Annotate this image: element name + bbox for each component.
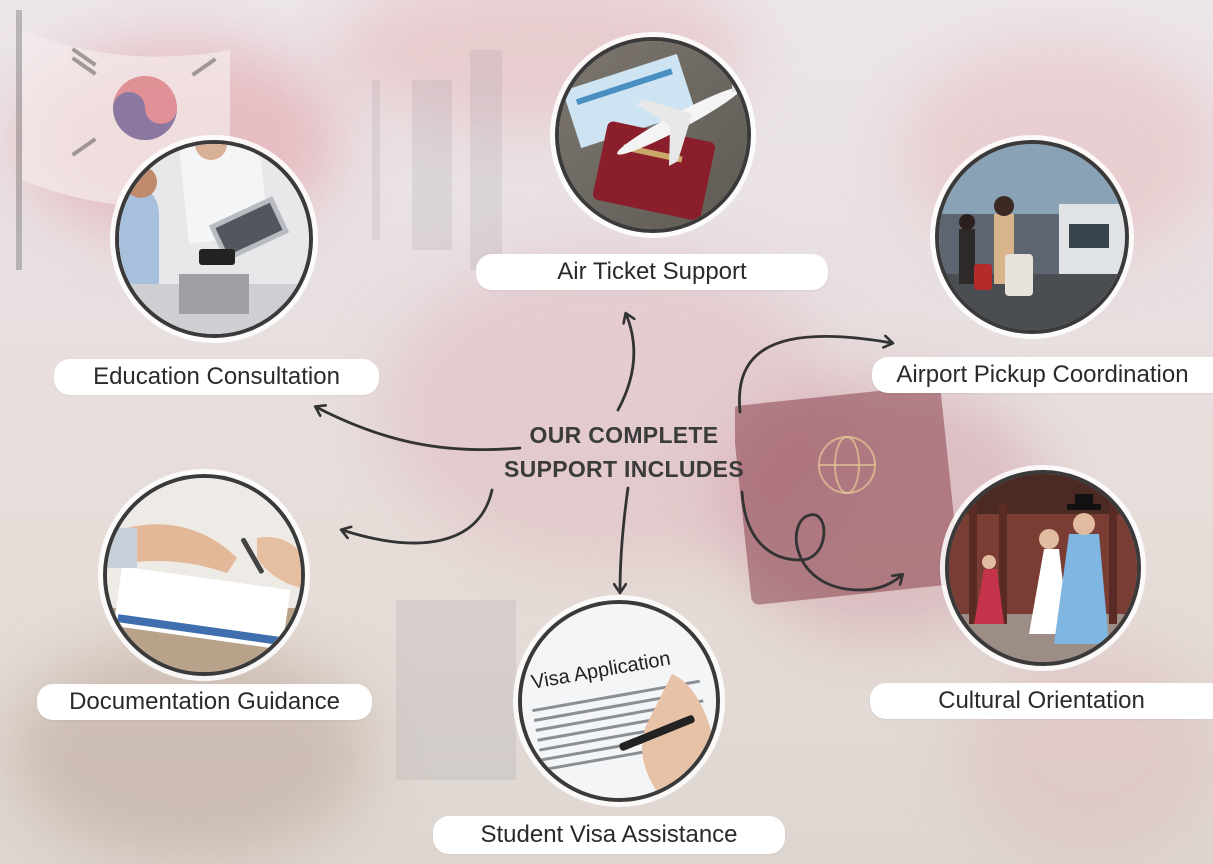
label-documentation-guidance: Documentation Guidance xyxy=(37,684,372,720)
label-student-visa-assistance: Student Visa Assistance xyxy=(433,816,785,854)
center-title-line2: SUPPORT INCLUDES xyxy=(504,456,744,482)
airport-luggage-icon xyxy=(939,144,1125,330)
label-airport-pickup-coordination: Airport Pickup Coordination xyxy=(872,357,1213,393)
center-title: OUR COMPLETE SUPPORT INCLUDES xyxy=(480,418,768,486)
label-cultural-orientation: Cultural Orientation xyxy=(870,683,1213,719)
airplane-passport-icon xyxy=(559,41,747,229)
airport-pickup-photo xyxy=(935,140,1129,334)
center-title-line1: OUR COMPLETE xyxy=(529,422,719,448)
documentation-guidance-photo xyxy=(103,474,305,676)
visa-form-icon: Visa Application xyxy=(522,604,716,798)
consultation-laptop-icon xyxy=(119,144,309,334)
label-education-consultation: Education Consultation xyxy=(54,359,379,395)
air-ticket-photo xyxy=(555,37,751,233)
hanbok-people-icon xyxy=(949,474,1137,662)
student-visa-photo: Visa Application xyxy=(518,600,720,802)
education-consultation-photo xyxy=(115,140,313,338)
cultural-orientation-photo xyxy=(945,470,1141,666)
label-air-ticket-support: Air Ticket Support xyxy=(476,254,828,290)
document-signing-icon xyxy=(107,478,301,672)
passport-background-icon xyxy=(735,385,961,605)
